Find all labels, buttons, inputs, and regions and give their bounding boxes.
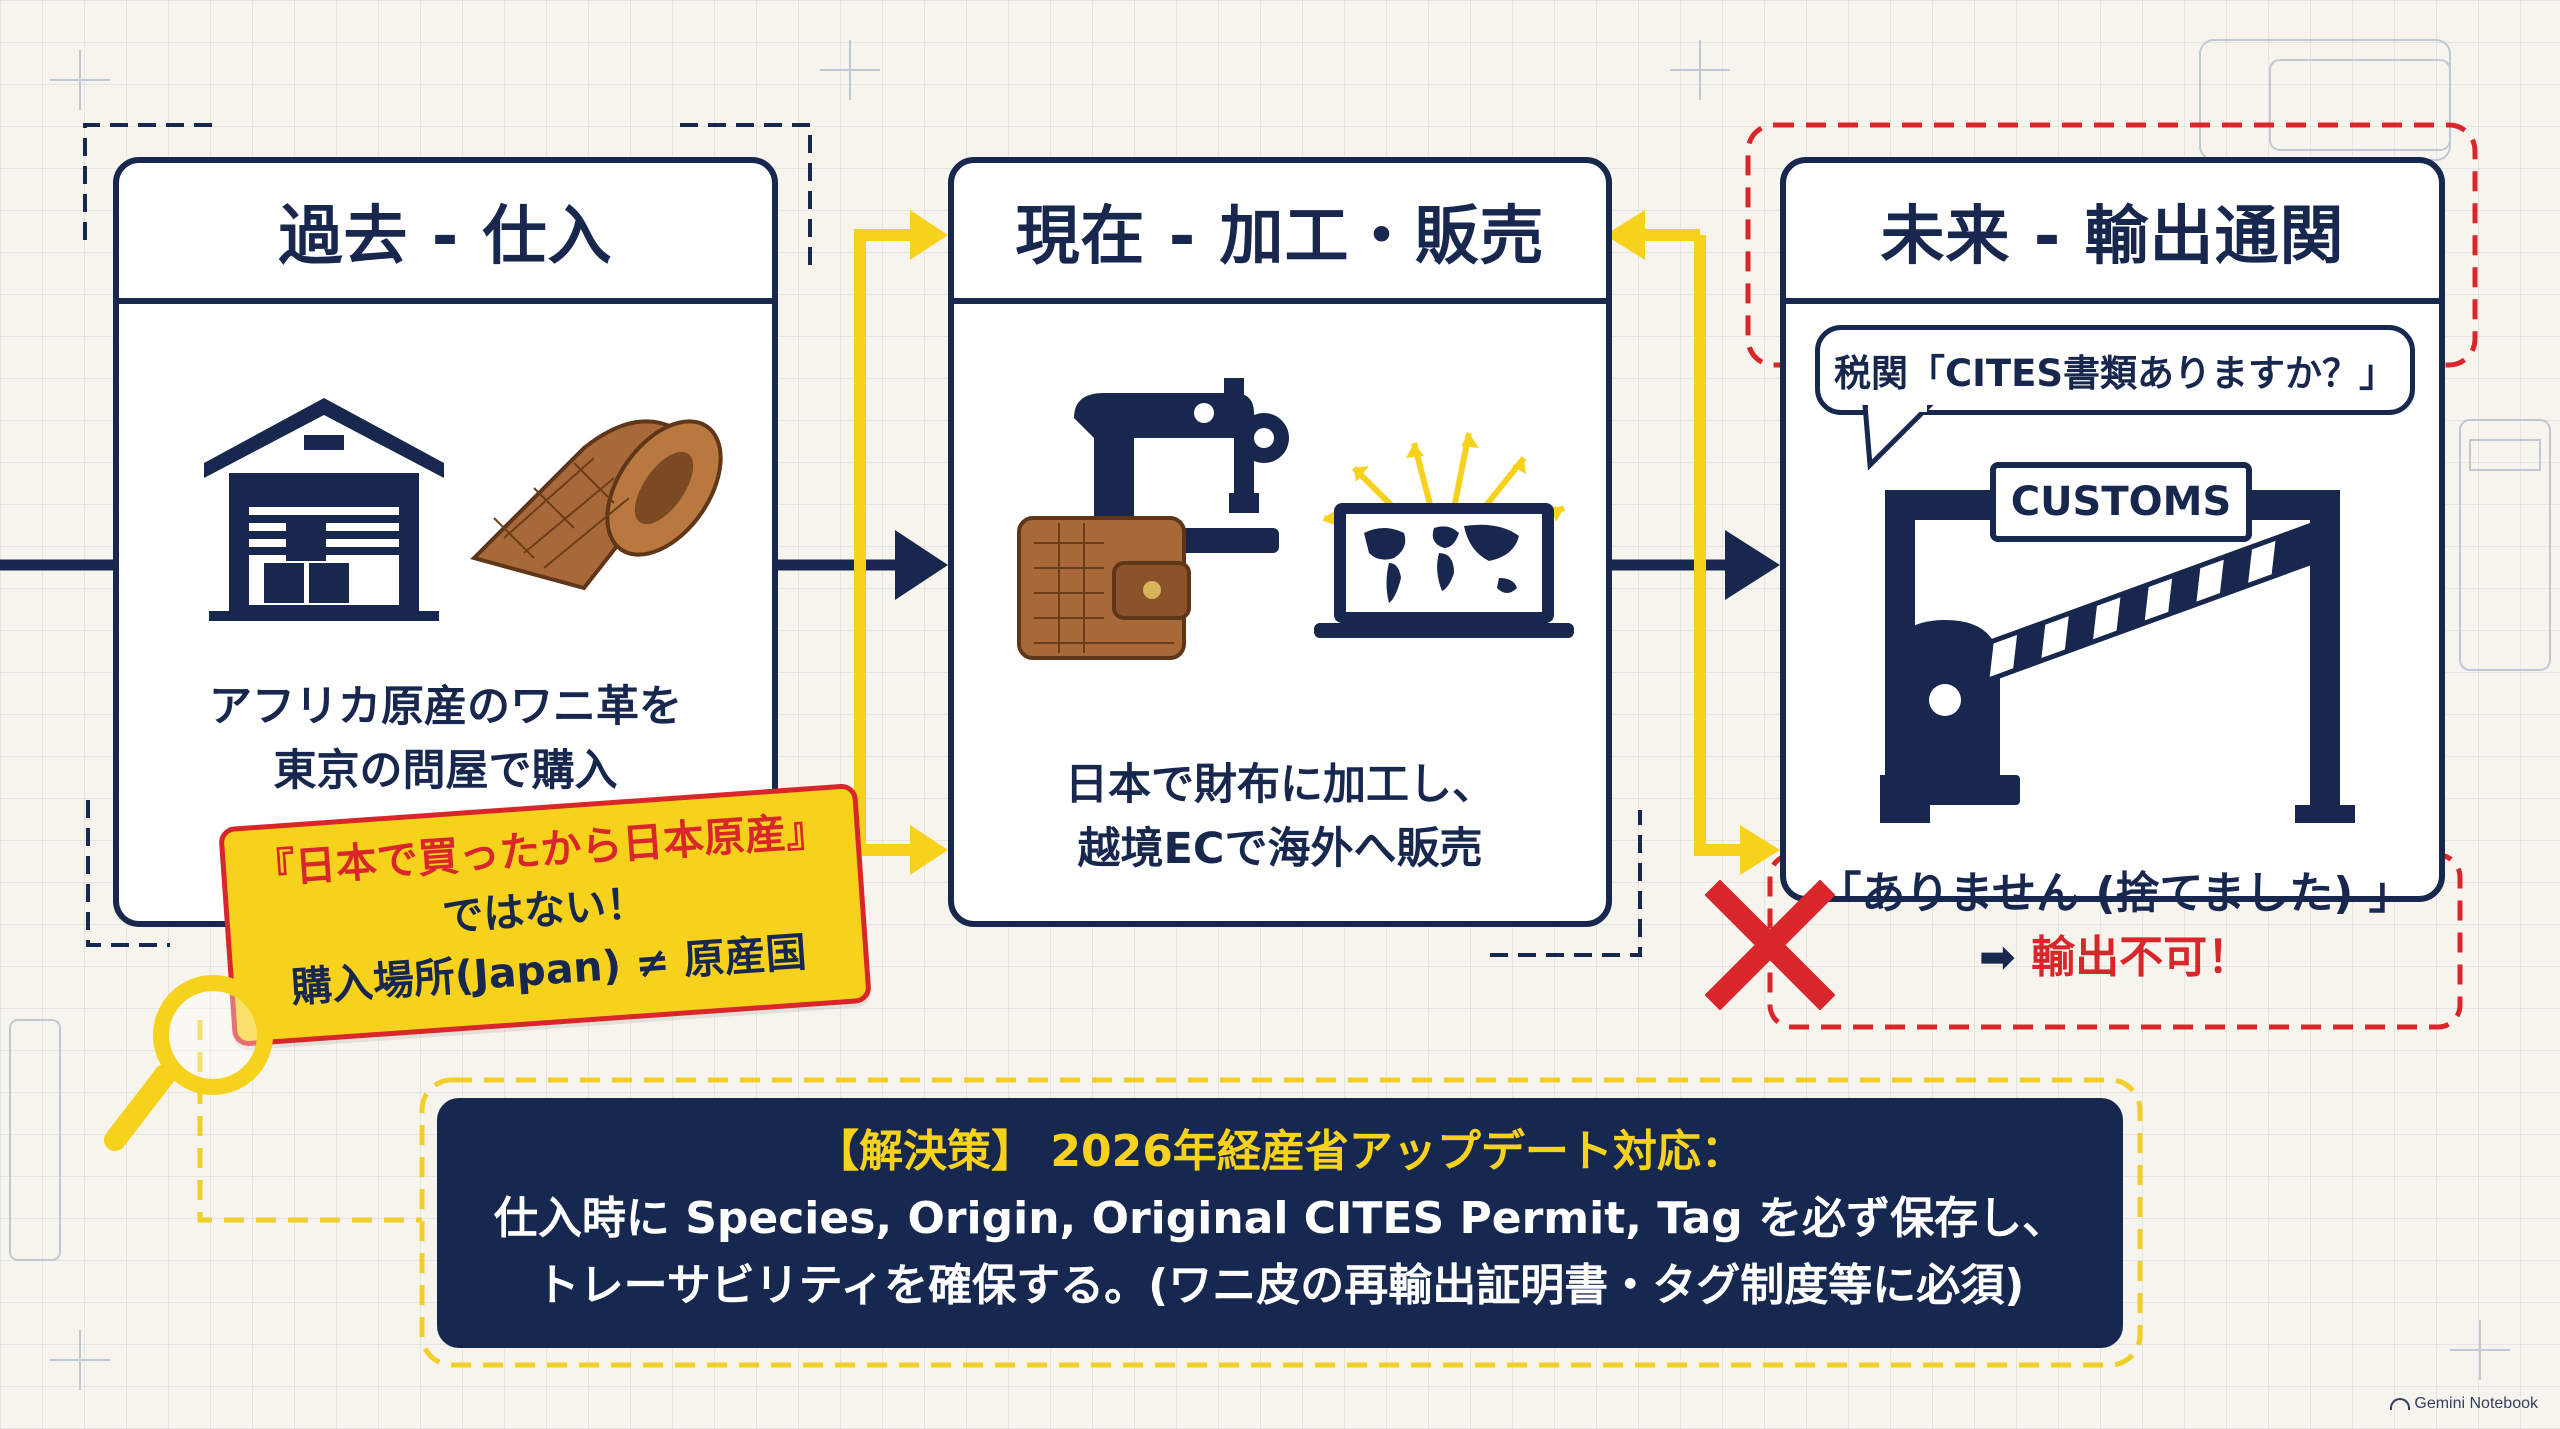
- panel-present-desc-line2: 越境ECで海外へ販売: [1077, 824, 1483, 874]
- result-line: ➡ 輸出不可！: [1775, 926, 2455, 990]
- panel-present-title: 現在 - 加工・販売: [954, 163, 1606, 304]
- customs-sign: CUSTOMS: [1990, 462, 2252, 542]
- solution-line1: 仕入時に Species, Origin, Original CITES Per…: [493, 1193, 2067, 1244]
- footer-brand: Gemini Notebook: [2389, 1395, 2538, 1413]
- result-text: 輸出不可！: [2031, 932, 2252, 983]
- panel-past-desc-line1: アフリカ原産のワニ革を: [209, 682, 682, 732]
- customs-answer: 「ありません (捨てました) 」 ➡ 輸出不可！: [1775, 862, 2455, 990]
- solution-line2: トレーサビリティを確保する。(ワニ皮の再輸出証明書・タグ制度等に必須): [535, 1260, 2025, 1311]
- x-mark-icon: [1705, 880, 1835, 1010]
- speech-bubble: 税関「CITES書類ありますか？」: [1815, 325, 2415, 415]
- warehouse-icon: [204, 398, 444, 621]
- answer-line: 「ありません (捨てました) 」: [1817, 868, 2413, 919]
- customs-sign-text: CUSTOMS: [2010, 479, 2232, 525]
- panel-present: 現在 - 加工・販売: [948, 157, 1612, 927]
- sewing-machine-icon: [1069, 378, 1289, 553]
- wallet-icon: [1017, 516, 1191, 660]
- customs-gate-icon: [1880, 490, 2355, 823]
- panel-past-title: 過去 - 仕入: [119, 163, 772, 304]
- gemini-logo-icon: [2389, 1397, 2410, 1410]
- solution-box: 【解決策】 2026年経産省アップデート対応： 仕入時に Species, Or…: [437, 1098, 2123, 1348]
- solution-title: 【解決策】 2026年経産省アップデート対応：: [815, 1126, 1745, 1177]
- warning-note: 『日本で買ったから日本原産』 ではない！ 購入場所(Japan) ≠ 原産国: [218, 782, 872, 1048]
- panel-future-title: 未来 - 輸出通関: [1786, 163, 2439, 304]
- result-arrow-icon: ➡: [1978, 932, 2016, 983]
- speech-bubble-tail: [1862, 405, 1934, 470]
- footer-text: Gemini Notebook: [2414, 1395, 2538, 1412]
- speech-bubble-text: 税関「CITES書類ありますか？」: [1833, 352, 2397, 395]
- magnifier-icon: [104, 975, 273, 1151]
- leather-roll-icon: [470, 419, 723, 591]
- panel-past-desc-line2: 東京の問屋で購入: [273, 746, 618, 796]
- laptop-world-icon: [1314, 432, 1574, 638]
- panel-present-desc-line1: 日本で財布に加工し、: [1065, 760, 1495, 810]
